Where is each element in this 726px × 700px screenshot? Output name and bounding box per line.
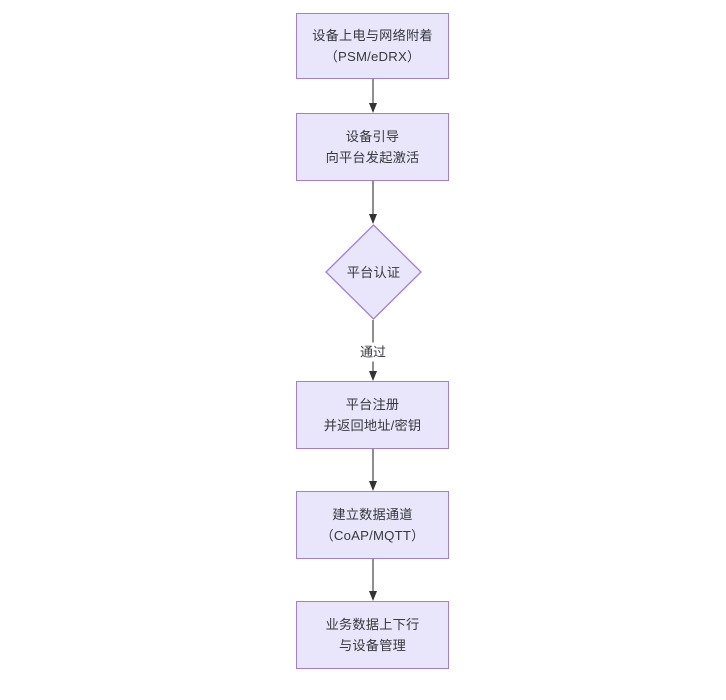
edge-label-pass: 通过 [356, 342, 390, 362]
edge-connector-1 [368, 79, 378, 113]
diamond-shape [325, 224, 422, 320]
node-label: 平台注册 并返回地址/密钥 [323, 397, 422, 433]
edge-connector-4 [368, 449, 378, 491]
node-label: 设备引导 向平台发起激活 [325, 129, 420, 165]
node-platform-authentication[interactable]: 平台认证 [325, 224, 422, 320]
node-label: 平台认证 [346, 264, 401, 280]
edge-connector-2 [368, 181, 378, 224]
node-device-bootstrap[interactable]: 设备引导 向平台发起激活 [296, 113, 449, 181]
node-device-power-on[interactable]: 设备上电与网络附着 （PSM/eDRX） [296, 13, 449, 79]
node-label: 建立数据通道 （CoAP/MQTT） [320, 507, 425, 543]
node-business-data[interactable]: 业务数据上下行 与设备管理 [296, 601, 449, 669]
node-label: 业务数据上下行 与设备管理 [325, 617, 420, 653]
node-label: 设备上电与网络附着 （PSM/eDRX） [312, 28, 433, 64]
node-data-channel[interactable]: 建立数据通道 （CoAP/MQTT） [296, 491, 449, 559]
node-platform-registration[interactable]: 平台注册 并返回地址/密钥 [296, 381, 449, 449]
edge-connector-5 [368, 559, 378, 601]
